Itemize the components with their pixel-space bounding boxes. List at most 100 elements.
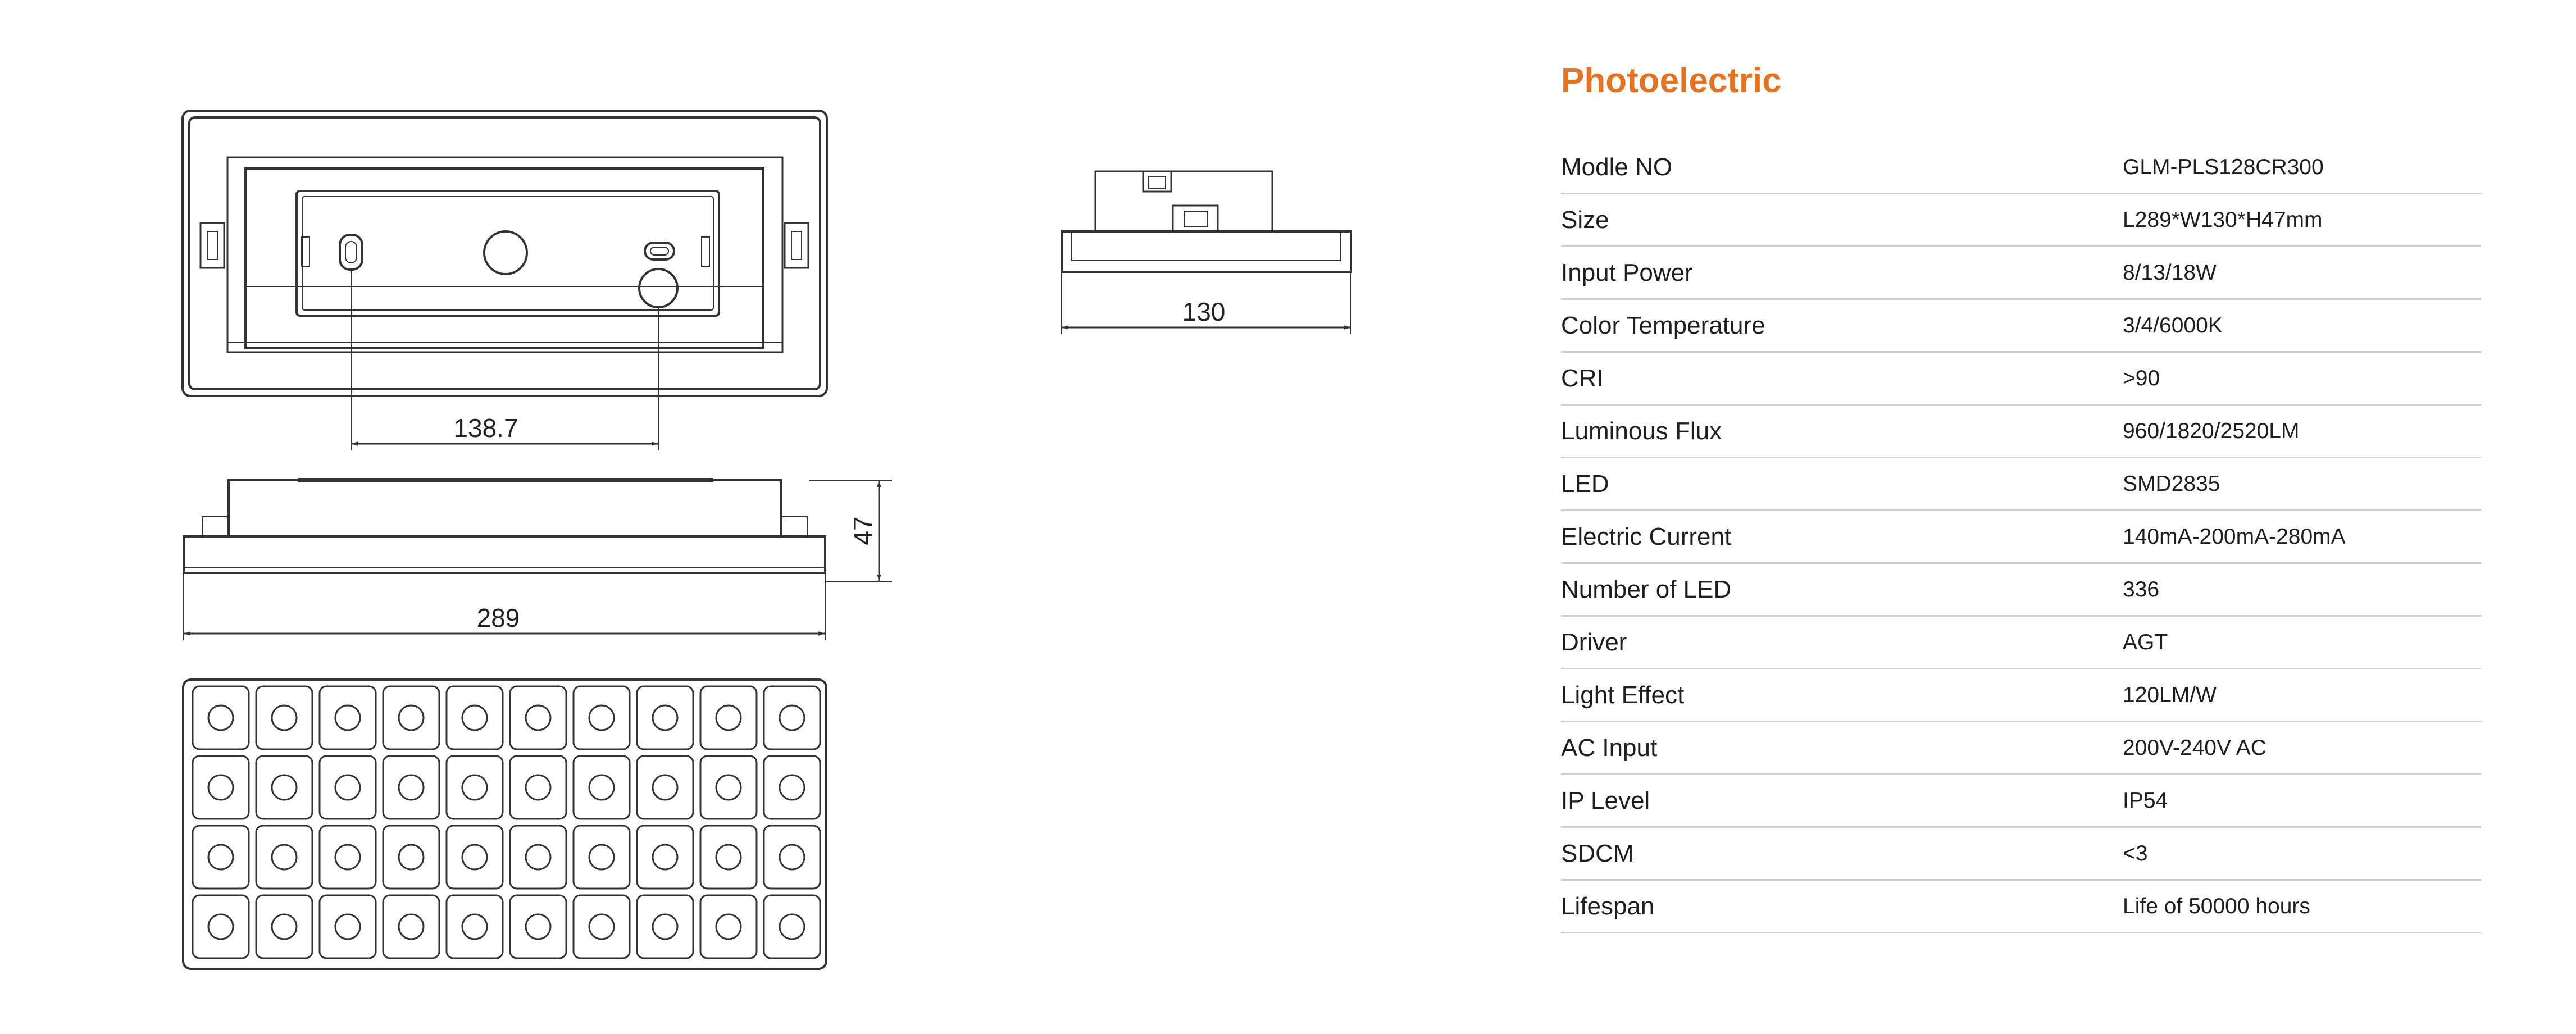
spec-label: Driver [1561, 616, 2123, 669]
led-lens [398, 704, 425, 731]
led-lens [207, 844, 234, 871]
spec-value: 200V-240V AC [2123, 721, 2481, 775]
spec-value: >90 [2123, 352, 2481, 406]
spec-label: SDCM [1561, 827, 2123, 881]
led-lens [334, 913, 361, 940]
spec-label: IP Level [1561, 774, 2123, 828]
spec-label: LED [1561, 457, 2123, 511]
led-lens [334, 844, 361, 871]
led-cell [382, 685, 440, 750]
led-lens [207, 913, 234, 940]
led-lens [525, 844, 552, 871]
led-cell [445, 825, 504, 890]
led-cell [255, 825, 313, 890]
spec-label: Lifespan [1561, 880, 2123, 933]
led-cell [509, 685, 567, 750]
led-lens [652, 774, 679, 801]
led-lens [652, 844, 679, 871]
spec-value: 8/13/18W [2123, 246, 2481, 300]
led-lens [398, 913, 425, 940]
led-cell [763, 825, 821, 890]
led-cell [572, 755, 631, 820]
led-lens [461, 844, 488, 871]
led-lens [398, 844, 425, 871]
led-cell [699, 685, 758, 750]
spec-row: SDCM<3 [1561, 827, 2481, 881]
led-lens [271, 704, 298, 731]
spec-value: 960/1820/2520LM [2123, 404, 2481, 458]
led-cell [699, 894, 758, 959]
led-cell [192, 825, 250, 890]
spec-label: CRI [1561, 352, 2123, 406]
led-lens [715, 774, 742, 801]
led-cell [255, 755, 313, 820]
led-lens [588, 844, 615, 871]
led-cell [445, 894, 504, 959]
top-view [181, 110, 828, 450]
led-cell [636, 755, 694, 820]
led-cell [382, 894, 440, 959]
spec-label: Number of LED [1561, 563, 2123, 617]
spec-value: 140mA-200mA-280mA [2123, 510, 2481, 564]
led-cell [572, 685, 631, 750]
led-cell [509, 755, 567, 820]
led-lens [715, 844, 742, 871]
spec-label: Luminous Flux [1561, 404, 2123, 458]
spec-value: GLM-PLS128CR300 [2123, 142, 2481, 194]
led-lens [398, 774, 425, 801]
led-cell [572, 894, 631, 959]
dim-height-text: 47 [848, 516, 877, 545]
led-lens [652, 913, 679, 940]
led-lens [779, 774, 805, 801]
spec-label: Size [1561, 193, 2123, 247]
spec-value: 336 [2123, 563, 2481, 617]
spec-value: 120LM/W [2123, 668, 2481, 722]
spec-value: AGT [2123, 616, 2481, 669]
led-cell [572, 825, 631, 890]
led-cell [636, 825, 694, 890]
led-cell [382, 825, 440, 890]
led-cell [699, 825, 758, 890]
led-lens [779, 844, 805, 871]
led-lens [271, 774, 298, 801]
led-cell [318, 894, 377, 959]
led-lens [525, 913, 552, 940]
led-lens [271, 844, 298, 871]
dim-length-text: 289 [477, 603, 520, 632]
led-cell [318, 825, 377, 890]
spec-value: 3/4/6000K [2123, 299, 2481, 353]
led-lens [207, 774, 234, 801]
led-cell [192, 755, 250, 820]
led-lens [588, 704, 615, 731]
end-view [1061, 170, 1352, 334]
dim-width-side-text: 130 [1182, 297, 1226, 326]
spec-label: Input Power [1561, 246, 2123, 300]
led-lens [779, 913, 805, 940]
led-lens [715, 704, 742, 731]
spec-label: Light Effect [1561, 668, 2123, 722]
led-lens [461, 774, 488, 801]
led-lens [525, 704, 552, 731]
led-lens [652, 704, 679, 731]
led-lens [525, 774, 552, 801]
led-cell [763, 685, 821, 750]
led-cell [636, 685, 694, 750]
spec-value: IP54 [2123, 774, 2481, 828]
led-lens [271, 913, 298, 940]
spec-value: <3 [2123, 827, 2481, 881]
led-cell [192, 685, 250, 750]
spec-value: Life of 50000 hours [2123, 880, 2481, 933]
led-cell [382, 755, 440, 820]
spec-title: Photoelectric [1561, 61, 1782, 100]
led-grid-view [182, 678, 827, 970]
technical-drawing: 138.7 289 47 130 [181, 110, 1352, 970]
led-cell [192, 894, 250, 959]
